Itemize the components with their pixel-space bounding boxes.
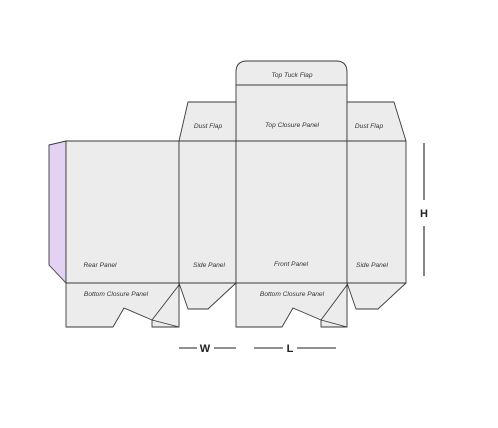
label-dust-flap-right: Dust Flap	[355, 123, 384, 130]
label-front-panel: Front Panel	[274, 261, 309, 268]
side-panel-left	[178, 140, 237, 284]
label-top-closure-panel: Top Closure Panel	[265, 122, 320, 129]
label-bottom-closure-right: Bottom Closure Panel	[260, 291, 325, 298]
label-bottom-closure-left: Bottom Closure Panel	[84, 291, 149, 298]
bottom-lock-tab-right	[320, 284, 348, 328]
label-dust-flap-left: Dust Flap	[194, 123, 223, 130]
dust-flap-left	[178, 101, 237, 142]
top-closure-panel	[235, 84, 348, 142]
label-rear-panel: Rear Panel	[84, 262, 118, 269]
bottom-side-flap-right	[346, 282, 407, 310]
top-tuck-flap	[235, 60, 348, 86]
bottom-lock-tab-left	[151, 284, 180, 328]
dim-h-label: H	[420, 208, 428, 220]
front-panel	[235, 140, 348, 284]
label-side-panel-right: Side Panel	[356, 262, 388, 269]
label-top-tuck-flap: Top Tuck Flap	[271, 72, 312, 79]
rear-panel	[65, 140, 180, 284]
label-side-panel-left: Side Panel	[193, 262, 225, 269]
dim-l-label: L	[287, 343, 294, 355]
dim-w-label: W	[200, 343, 211, 355]
dust-flap-right	[346, 101, 407, 142]
bottom-side-flap-left	[178, 282, 237, 310]
side-panel-right	[346, 140, 407, 284]
glue-flap	[48, 140, 67, 285]
